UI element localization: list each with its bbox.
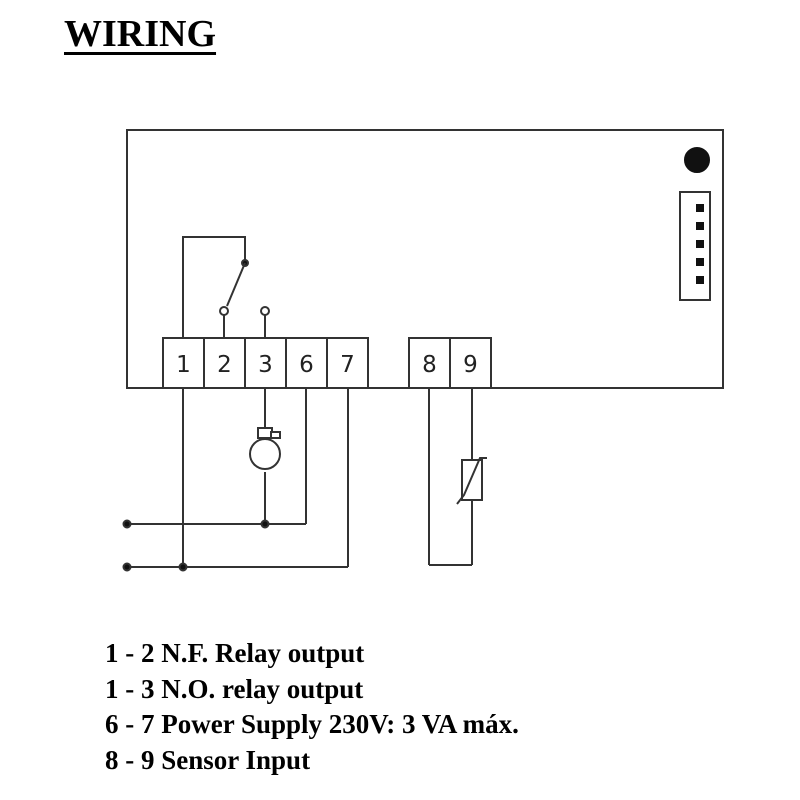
terminal-label-3: 3 (258, 352, 273, 378)
terminal-label-6: 6 (299, 352, 314, 378)
junction-dot-1 (260, 519, 270, 529)
page-title: WIRING (64, 13, 217, 55)
terminal-block-sensor (408, 337, 492, 389)
legend-item-relay-no: 1 - 3 N.O. relay output (105, 673, 364, 704)
terminal-label-7: 7 (340, 352, 355, 378)
terminal-block-main (162, 337, 369, 389)
power-terminal-dot-2 (122, 562, 132, 572)
terminal-label-8: 8 (422, 352, 437, 378)
relay-contact (182, 236, 270, 338)
legend-item-relay-nf: 1 - 2 N.F. Relay output (105, 638, 365, 668)
legend-item-power-supply: 6 - 7 Power Supply 230V: 3 VA máx. (105, 709, 519, 739)
junction-dot-2 (178, 562, 188, 572)
power-terminal-dot-1 (122, 519, 132, 529)
terminal-label-9: 9 (463, 352, 478, 378)
wiring-legend: 1 - 2 N.F. Relay output 1 - 3 N.O. relay… (105, 636, 519, 778)
terminal-label-2: 2 (217, 352, 232, 378)
load-symbol (249, 427, 281, 470)
external-wiring (127, 388, 349, 568)
indicator-led (684, 147, 710, 173)
legend-item-sensor-input: 8 - 9 Sensor Input (105, 744, 311, 775)
sensor-thermistor (428, 388, 487, 566)
terminal-label-1: 1 (176, 352, 191, 378)
connector-header (679, 191, 711, 301)
